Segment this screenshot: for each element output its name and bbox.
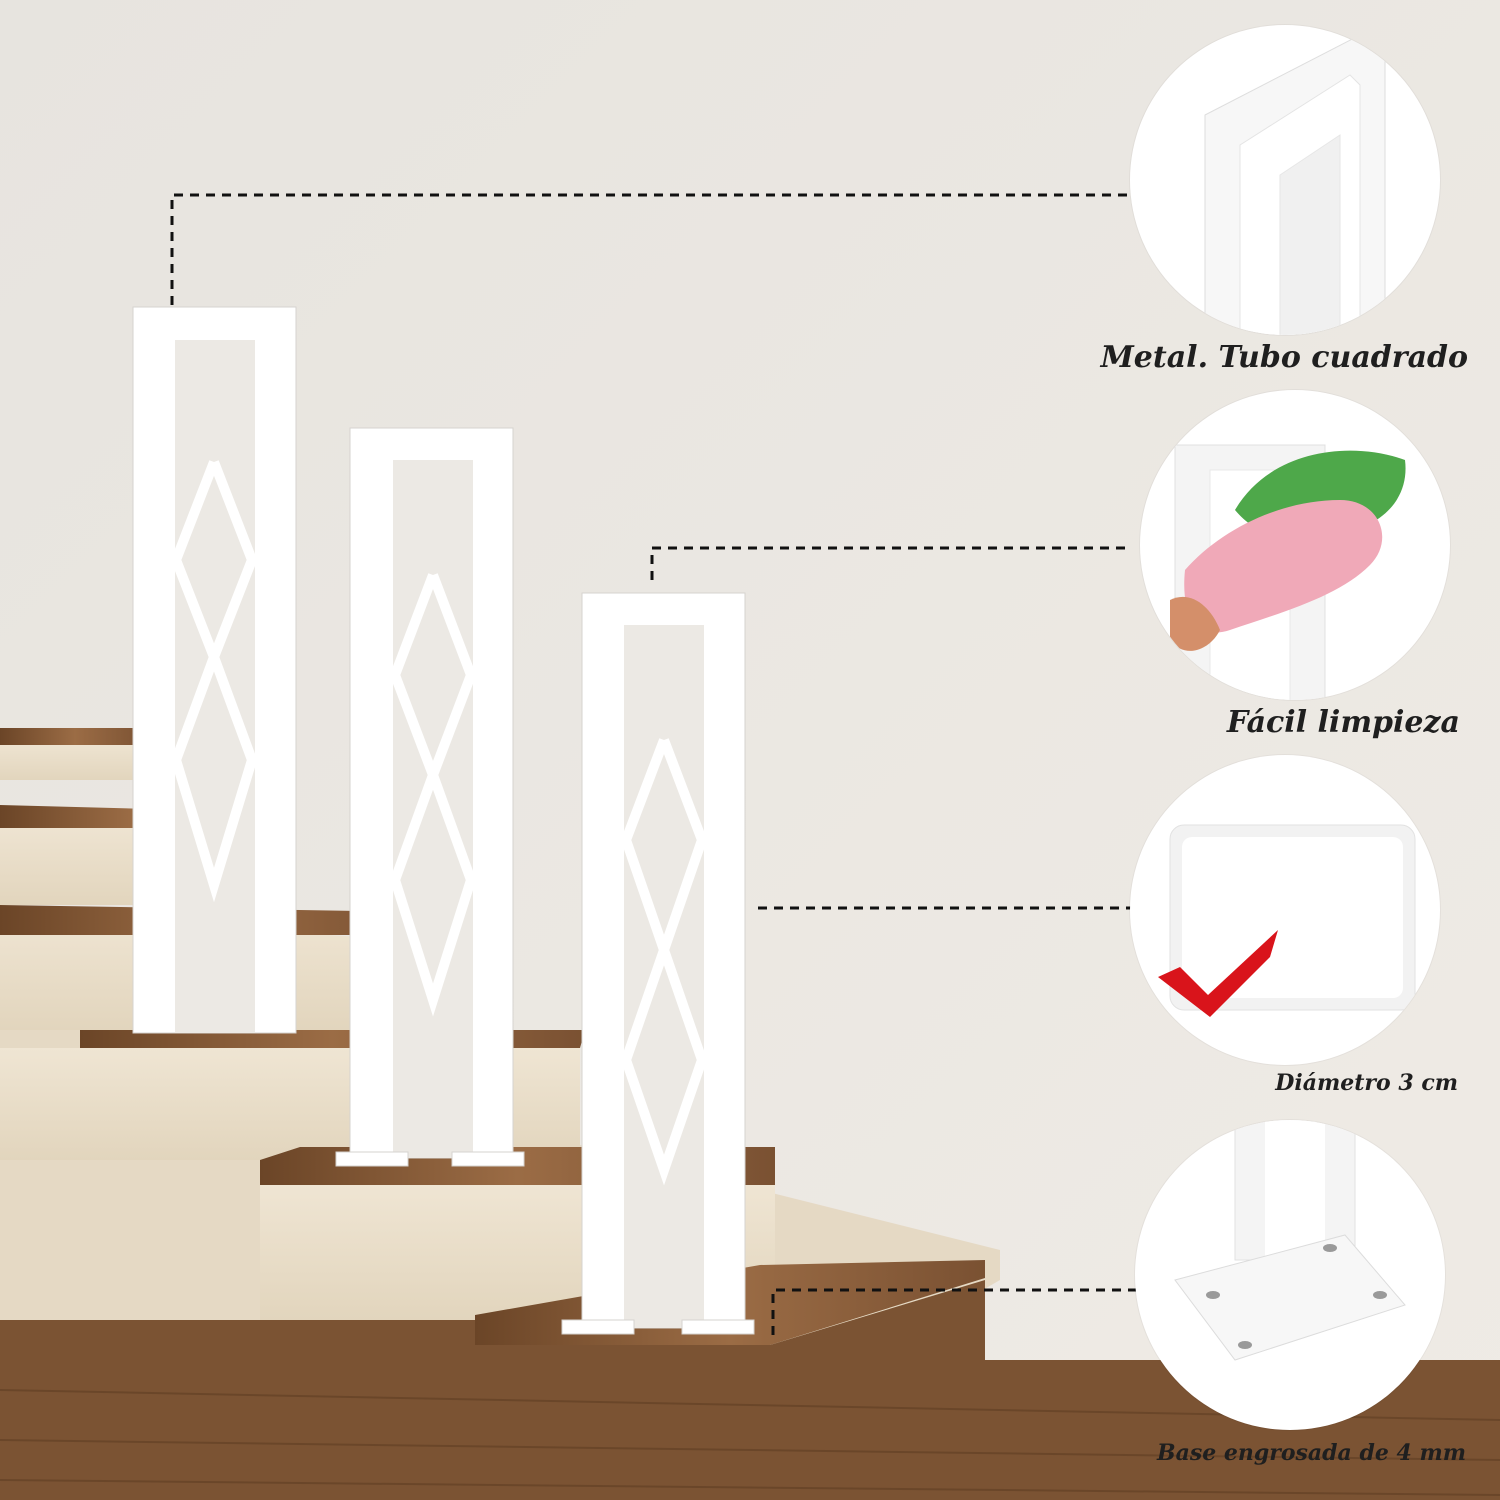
feature-label-diameter: Diámetro 3 cm	[1275, 1070, 1458, 1096]
square-tube-icon	[1204, 34, 1386, 335]
feature-label-square-tube: Metal. Tubo cuadrado	[1100, 340, 1468, 375]
feature-label-base-thickness: Base engrosada de 4 mm	[1156, 1440, 1466, 1466]
base-plate-icon	[1174, 1120, 1406, 1361]
checkmark-icon	[1158, 930, 1278, 1017]
railing-post-3	[561, 592, 755, 1335]
railing-post-2	[335, 427, 525, 1167]
leader-lines	[170, 193, 1140, 1335]
square-tube-detail-circle	[1130, 25, 1440, 335]
easy-cleaning-detail-circle	[1140, 390, 1450, 700]
square-profile-icon	[1169, 824, 1416, 1011]
feature-label-easy-cleaning: Fácil limpieza	[1226, 705, 1460, 740]
railing-post-1	[132, 306, 297, 1034]
base-plate-detail-circle	[1135, 1120, 1445, 1430]
diameter-detail-circle	[1130, 755, 1440, 1065]
glove-cleaning-icon	[1170, 444, 1406, 700]
